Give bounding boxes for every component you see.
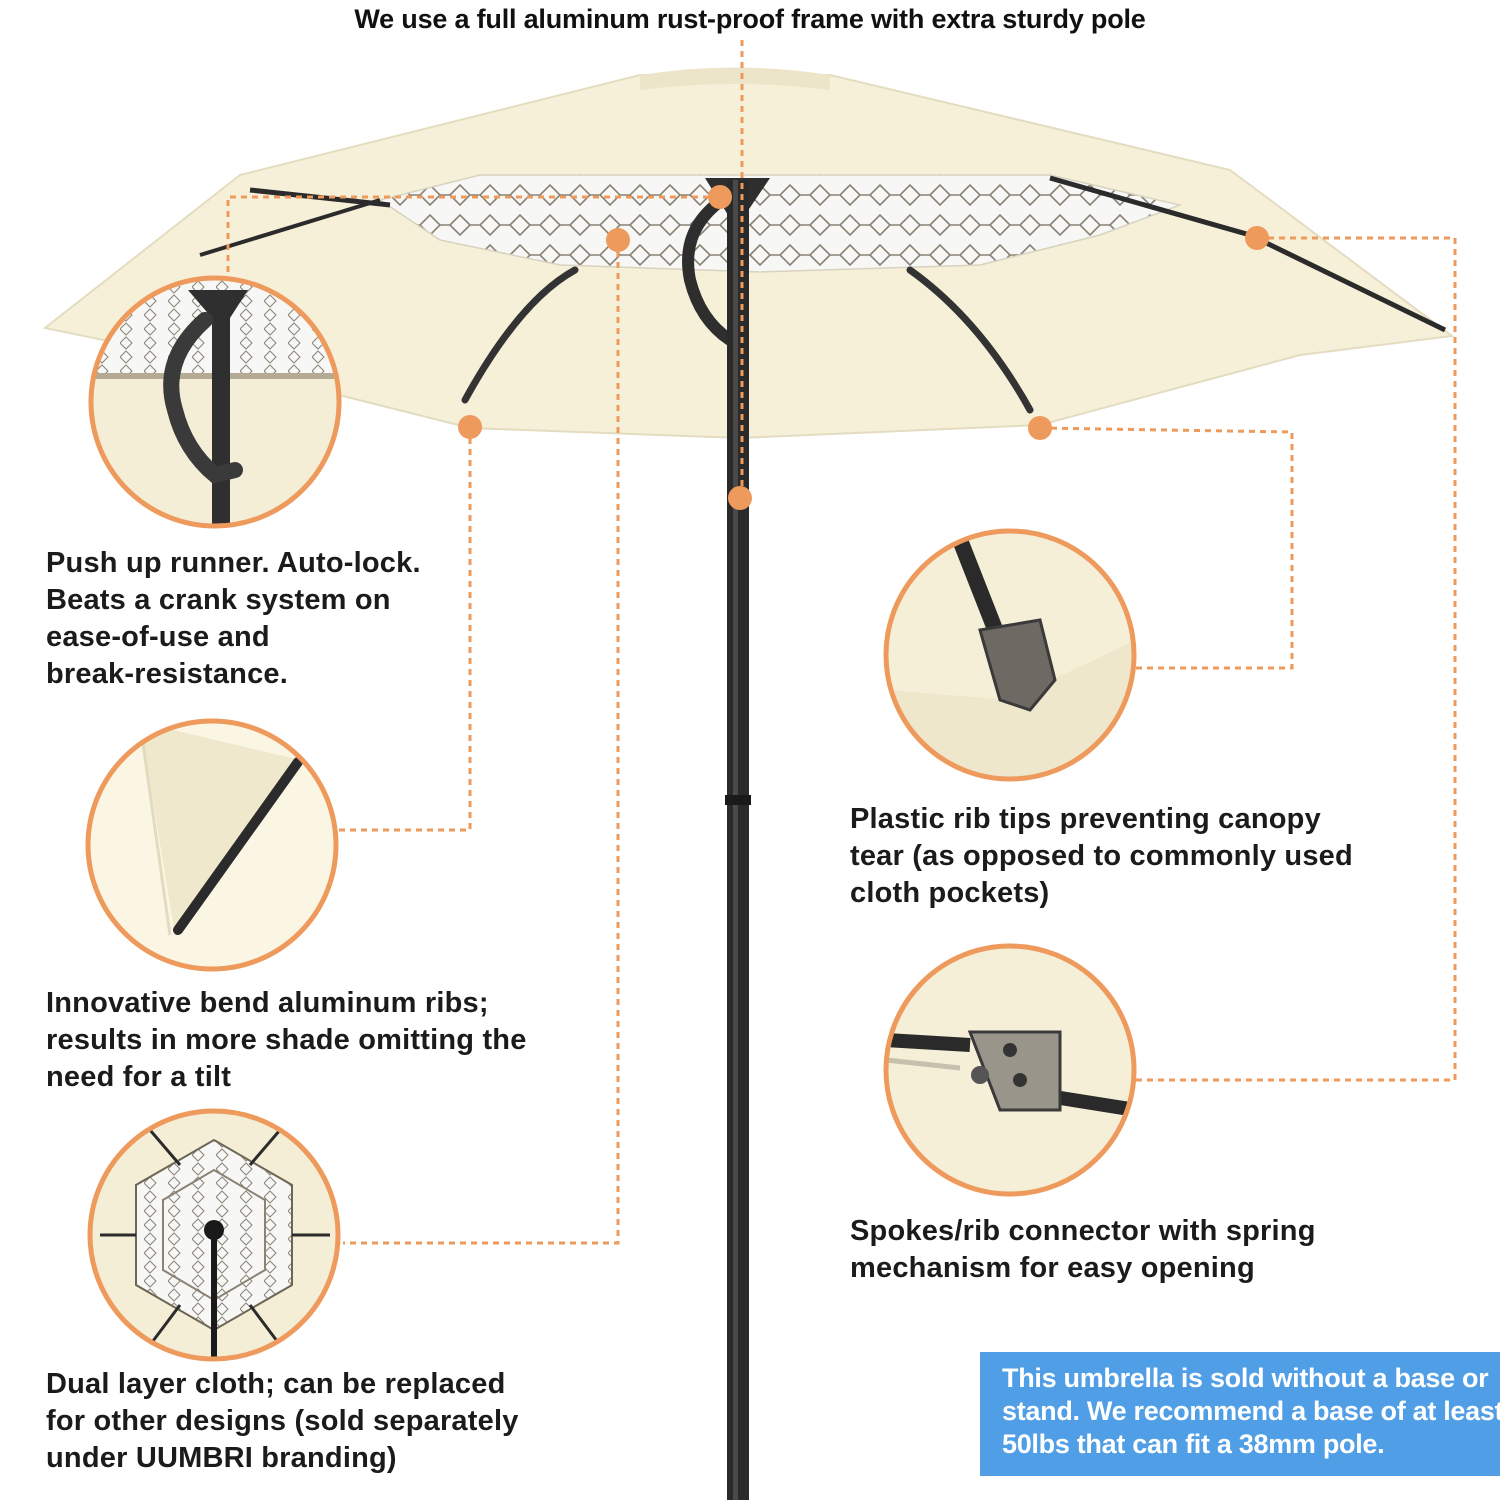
dot-cloth: [606, 228, 630, 252]
dot-rib-tip: [1245, 226, 1269, 250]
detail-cloth-circle: [87, 1108, 341, 1362]
dot-rib-bend: [458, 415, 482, 439]
detail-runner-circle: [88, 275, 342, 529]
dot-spoke: [1028, 416, 1052, 440]
caption-runner: Push up runner. Auto-lock. Beats a crank…: [46, 547, 421, 690]
caption-ribs: Innovative bend aluminum ribs; results i…: [46, 987, 527, 1093]
detail-spoke-circle: [883, 943, 1137, 1197]
caption-cloth: Dual layer cloth; can be replaced for ot…: [46, 1368, 519, 1474]
dot-runner: [708, 185, 732, 209]
umbrella-pole: [725, 180, 751, 1500]
detail-rib-circle: [85, 718, 339, 972]
callout-dots: [458, 185, 1269, 510]
dot-pole: [728, 486, 752, 510]
headline: We use a full aluminum rust-proof frame …: [354, 4, 1146, 34]
base-notice-banner: This umbrella is sold without a base or …: [980, 1352, 1500, 1476]
caption-rib-tips: Plastic rib tips preventing canopy tear …: [850, 803, 1353, 909]
caption-spokes: Spokes/rib connector with spring mechani…: [850, 1215, 1316, 1284]
detail-rib-tip-circle: [883, 528, 1137, 782]
callout-lines: [226, 40, 1457, 1245]
